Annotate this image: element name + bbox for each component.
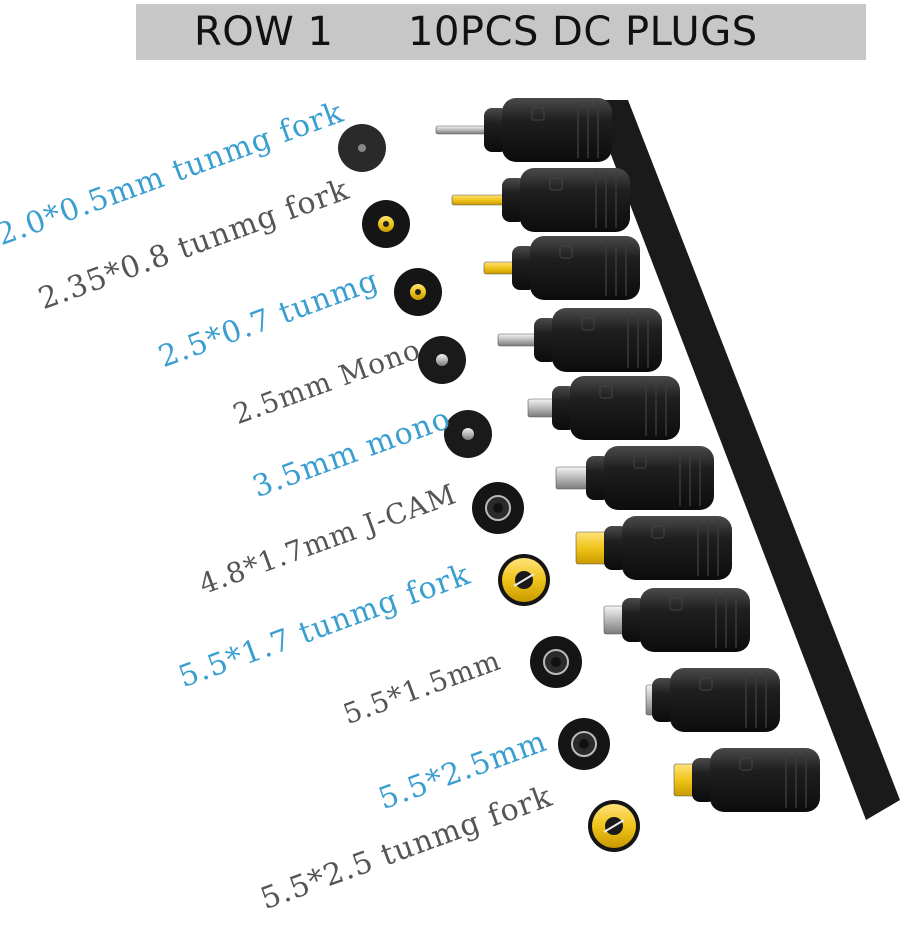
backing-strip [590, 100, 900, 820]
plug-tip-view-2 [362, 200, 410, 248]
plug-tip-view-10 [588, 800, 640, 852]
title-bar [136, 4, 866, 60]
plug-tip-view-9 [558, 718, 610, 770]
plug-tip-view-7 [498, 554, 550, 606]
dc-plug-3 [483, 236, 640, 300]
plug-tip-view-5 [444, 410, 492, 458]
dc-plug-1 [435, 98, 612, 162]
plug-tip-view-3 [394, 268, 442, 316]
dc-plug-4 [497, 308, 662, 372]
dc-plug-8 [603, 588, 750, 652]
page-title: 10PCS DC PLUGS [408, 9, 758, 55]
dc-plug-9 [645, 668, 780, 732]
plug-tip-view-1 [338, 124, 386, 172]
dc-plug-7 [575, 516, 732, 580]
row-label: ROW 1 [194, 9, 334, 55]
plug-tip-view-8 [530, 636, 582, 688]
dc-plug-5 [527, 376, 680, 440]
dc-plug-6 [555, 446, 714, 510]
dc-plug-10 [673, 748, 820, 812]
plug-tip-view-6 [472, 482, 524, 534]
plug-tip-view-4 [418, 336, 466, 384]
dc-plug-2 [451, 168, 630, 232]
